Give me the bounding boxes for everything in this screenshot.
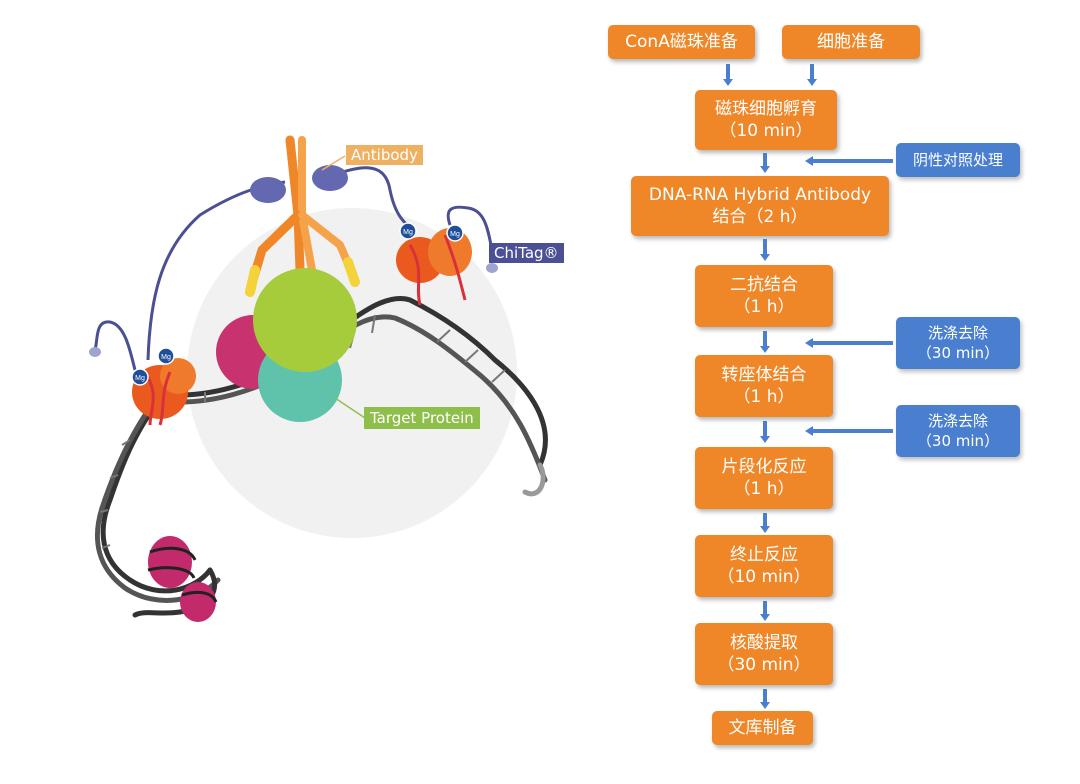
flow-arrow (760, 513, 770, 533)
step-title: 文库制备 (728, 718, 797, 738)
target-protein-label: Target Protein (364, 407, 480, 429)
step-time: （10 min） (719, 121, 813, 141)
fragmentation-step: 片段化反应 （1 h） (695, 447, 833, 509)
wash-step-2: 洗涤去除 （30 min） (896, 405, 1020, 457)
wash-step-1: 洗涤去除 （30 min） (896, 317, 1020, 369)
dna-rungs (99, 314, 506, 549)
chitag-label: ChiTag® (489, 243, 564, 263)
step-title: 终止反应 (730, 545, 798, 565)
step-time: （30 min） (717, 655, 811, 675)
side-title: 洗涤去除 (927, 324, 988, 342)
cona-bead-prep-step: ConA磁珠准备 (608, 25, 755, 59)
secondary-antibody-step: 二抗结合 （1 h） (695, 265, 833, 327)
step-title: 片段化反应 (721, 457, 807, 477)
side-time: （30 min） (916, 344, 1000, 362)
flow-arrow (760, 601, 770, 621)
flow-arrow (760, 689, 770, 709)
step-time: （1 h） (733, 297, 795, 317)
flow-arrow (723, 64, 733, 86)
protein-a-beads (250, 165, 348, 203)
step-time: （1 h） (733, 479, 795, 499)
negative-control-box: 阴性对照处理 (896, 143, 1020, 177)
side-time: （30 min） (916, 432, 1000, 450)
antibody-label: Antibody (346, 145, 423, 165)
step-title: 转座体结合 (721, 365, 807, 385)
cut-tag-illustration: Mg Mg Mg Mg (89, 135, 548, 622)
antibody-leader-line (321, 155, 346, 171)
step-title: 磁珠细胞孵育 (715, 99, 817, 119)
side-title: 洗涤去除 (927, 412, 988, 430)
target-protein (216, 268, 357, 422)
mg-label: Mg (450, 231, 460, 238)
nucleic-acid-extraction-step: 核酸提取 （30 min） (695, 623, 833, 685)
hybrid-antibody-binding-step: DNA-RNA Hybrid Antibody 结合（2 h） (631, 176, 889, 236)
stop-reaction-step: 终止反应 （10 min） (695, 535, 833, 597)
step-title: DNA-RNA Hybrid Antibody (648, 185, 872, 205)
mg-label: Mg (161, 354, 171, 361)
target-leader-line (334, 397, 366, 419)
side-arrow (805, 338, 893, 348)
step-title: 二抗结合 (730, 275, 798, 295)
transposome-binding-step: 转座体结合 （1 h） (695, 355, 833, 417)
antibody (245, 135, 360, 297)
step-title: 核酸提取 (730, 633, 798, 653)
bead-cell-incubation-step: 磁珠细胞孵育 （10 min） (695, 90, 837, 150)
tether-clips (89, 263, 498, 357)
nucleosome (147, 536, 218, 622)
step-title: 细胞准备 (817, 32, 885, 52)
side-title: 阴性对照处理 (912, 151, 1003, 169)
cell-prep-step: 细胞准备 (782, 25, 920, 59)
step-title: ConA磁珠准备 (625, 32, 738, 52)
mg-ions: Mg Mg Mg Mg (131, 222, 464, 386)
flow-arrow (760, 421, 770, 443)
flow-arrow (807, 64, 817, 86)
step-time: 结合（2 h） (712, 207, 808, 227)
flow-arrow (760, 153, 770, 173)
mg-label: Mg (135, 375, 145, 382)
side-arrow (805, 156, 893, 166)
library-prep-step: 文库制备 (712, 711, 813, 745)
mg-label: Mg (403, 229, 413, 236)
step-time: （10 min） (717, 567, 811, 587)
side-arrow (805, 426, 893, 436)
flow-arrow (760, 239, 770, 261)
step-time: （1 h） (733, 387, 795, 407)
flow-arrow (760, 331, 770, 353)
